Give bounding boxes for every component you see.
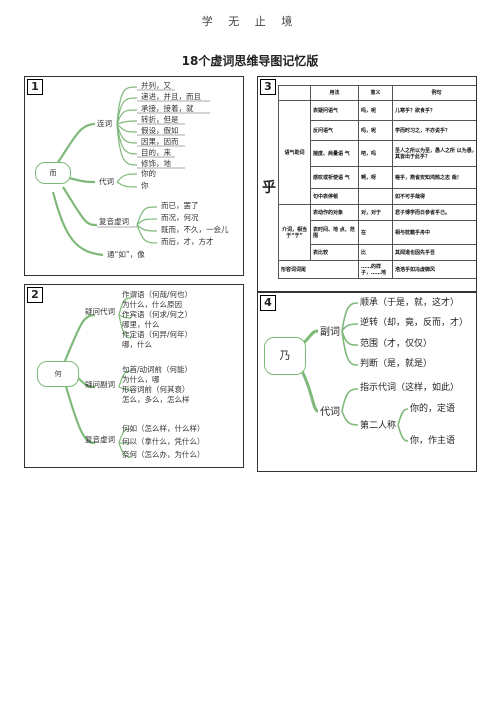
cell: 吗，呢 bbox=[358, 120, 393, 141]
branch-fuyin: 复音虚词 bbox=[85, 435, 115, 444]
cell: 比 bbox=[358, 244, 393, 261]
cell: 学而时习之，不亦说乎？ bbox=[392, 120, 476, 141]
lianci-item-5: 因果，因而 bbox=[141, 137, 179, 146]
page-title: 18个虚词思维导图记忆版 bbox=[181, 54, 319, 68]
cell: 在 bbox=[358, 220, 393, 245]
fuyin-item-1: 而况，何况 bbox=[161, 213, 199, 222]
yiwen-fuci-item-2: 形容词前（何其衰） bbox=[122, 385, 190, 394]
mindmap-panel-1: 1 bbox=[24, 76, 244, 276]
fuyin-item-3: 而后，才，方才 bbox=[161, 237, 214, 246]
cell: 吗，呢 bbox=[358, 100, 393, 121]
cell: 相与枕籍乎舟中 bbox=[392, 220, 476, 245]
cell: 表比较 bbox=[310, 244, 359, 261]
branch-fuyin: 复音虚词 bbox=[99, 217, 129, 226]
cell: 表动作的对象 bbox=[310, 204, 359, 221]
dierren-item-1: 你，作主语 bbox=[410, 436, 456, 446]
dierren: 第二人称 bbox=[360, 421, 397, 431]
fuci-item-1: 逆转（却，竟，反而，才） bbox=[360, 318, 469, 328]
branch-tong: 通“如”，像 bbox=[107, 250, 145, 259]
lianci-item-3: 转折，但是 bbox=[141, 115, 179, 124]
dierren-item-0: 你的，定语 bbox=[410, 404, 456, 414]
entry-character: 乎 bbox=[262, 180, 276, 196]
cell: 反问语气 bbox=[310, 120, 359, 141]
usage-table: 用法 意义 例句 语气助词 表疑问语气 吗，呢 儿寒乎？欲食乎？ 反问语气 吗，… bbox=[278, 85, 476, 279]
cell bbox=[358, 188, 393, 205]
cell: 吧，吗 bbox=[358, 140, 393, 167]
page-header: 学 无 止 境 bbox=[201, 15, 299, 28]
cell: 形容词词尾 bbox=[278, 260, 359, 279]
branch-fuci: 副词 bbox=[320, 327, 340, 338]
cell: ……的样子，……地 bbox=[358, 260, 393, 279]
yiwen-fuci-item-0: 句首/动词前（何能） bbox=[122, 365, 193, 374]
group-label-2: 介词，相当 于“于” bbox=[278, 204, 311, 261]
cell: 表疑问语气 bbox=[310, 100, 359, 121]
center-node: 乃 bbox=[264, 337, 306, 375]
cell: 浩浩乎如冯虚御风 bbox=[392, 260, 476, 279]
fuci-item-0: 顺承（于是，就，这才） bbox=[360, 298, 460, 308]
fuci-item-2: 范围（才，仅仅） bbox=[360, 339, 433, 349]
cell: 啊，呀 bbox=[358, 166, 393, 189]
branch-daici: 代词 bbox=[99, 177, 114, 186]
daici-item-1: 你 bbox=[141, 181, 149, 190]
branch-lianci: 连词 bbox=[97, 119, 112, 128]
yiwen-daici-item-2: 作宾语（何求/何之） bbox=[122, 310, 193, 319]
yiwen-daici-item-0: 作谓语（何哉/何也） bbox=[122, 290, 193, 299]
cell: 君子博学而日参省乎己。 bbox=[392, 204, 476, 221]
fuyin-item-0: 而已，罢了 bbox=[161, 201, 199, 210]
branch-daici: 代词 bbox=[320, 407, 340, 418]
mindmap-panel-2: 2 何 疑问代词 作谓语（何哉/何也） 为什么，什么原因 作宾语（何求/何之） … bbox=[24, 284, 244, 468]
cell: 句中表停顿 bbox=[310, 188, 359, 205]
lianci-item-6: 目的，来 bbox=[141, 148, 171, 157]
lianci-item-7: 修饰，地 bbox=[141, 159, 171, 168]
branch-yiwen-daici: 疑问代词 bbox=[85, 307, 115, 316]
center-node: 而 bbox=[35, 162, 71, 184]
panel-number: 2 bbox=[27, 287, 43, 303]
panel-number: 3 bbox=[260, 79, 276, 95]
mindmap-panel-4: 4 乃 副词 顺承（于是，就，这才） 逆转（却，竟，反而，才） 范围（才，仅仅）… bbox=[257, 292, 477, 472]
fuyin-item-2: 既而，不久，一会儿 bbox=[161, 225, 229, 234]
lianci-item-1: 递进，并且，而且 bbox=[141, 92, 201, 101]
cell: 其闻道也固先乎吾 bbox=[392, 244, 476, 261]
center-node: 何 bbox=[37, 361, 79, 387]
lianci-item-2: 承接，接着，就 bbox=[141, 104, 194, 113]
yiwen-fuci-item-1: 为什么，哪 bbox=[122, 375, 160, 384]
cell: 揣度、商量语 气 bbox=[310, 140, 359, 167]
header-usage: 用法 bbox=[310, 85, 359, 101]
header-blank bbox=[278, 85, 311, 101]
yiwen-daici-item-3: 哪里，什么 bbox=[122, 320, 160, 329]
lianci-item-0: 并列，又 bbox=[141, 81, 171, 90]
table-panel-3: 3 乎 用法 意义 例句 语气助词 表疑问语气 吗，呢 儿寒乎？欲食乎？ 反问语… bbox=[257, 76, 477, 292]
cell: 表时间、地 点、范围 bbox=[310, 220, 359, 245]
lianci-item-4: 假设，假如 bbox=[141, 126, 179, 135]
cell: 儿寒乎？欲食乎？ bbox=[392, 100, 476, 121]
panel-number: 4 bbox=[260, 295, 276, 311]
cell: 圣人之所以为圣，愚人之所 以为愚，其皆出于此乎？ bbox=[392, 140, 476, 167]
group-label-1: 语气助词 bbox=[278, 100, 311, 205]
daici-item-0: 你的 bbox=[141, 169, 156, 178]
yiwen-daici-item-4: 作定语（何异/何年） bbox=[122, 330, 193, 339]
cell: 如不可乎哉得 bbox=[392, 188, 476, 205]
cell: 对，对于 bbox=[358, 204, 393, 221]
panel-number: 1 bbox=[27, 79, 43, 95]
fuyin-item-0: 何如（怎么样，什么样） bbox=[122, 424, 205, 433]
branch-yiwen-fuci: 疑问副词 bbox=[85, 380, 115, 389]
zhishi-daici: 指示代词（这样，如此） bbox=[360, 383, 460, 393]
yiwen-daici-item-5: 哪，什么 bbox=[122, 340, 152, 349]
mindmap-branches bbox=[51, 86, 210, 257]
fuci-item-3: 判断（是，就是） bbox=[360, 359, 433, 369]
cell: 感叹或祈使语 气 bbox=[310, 166, 359, 189]
header-meaning: 意义 bbox=[358, 85, 393, 101]
fuyin-item-2: 奈何（怎么办，为什么） bbox=[122, 450, 205, 459]
yiwen-fuci-item-3: 怎么，多么，怎么样 bbox=[122, 395, 190, 404]
header-example: 例句 bbox=[392, 85, 476, 101]
cell: 嗟乎，燕雀安知鸿鹄之志 哉！ bbox=[392, 166, 476, 189]
fuyin-item-1: 何以（拿什么，凭什么） bbox=[122, 437, 205, 446]
yiwen-daici-item-1: 为什么，什么原因 bbox=[122, 300, 182, 309]
